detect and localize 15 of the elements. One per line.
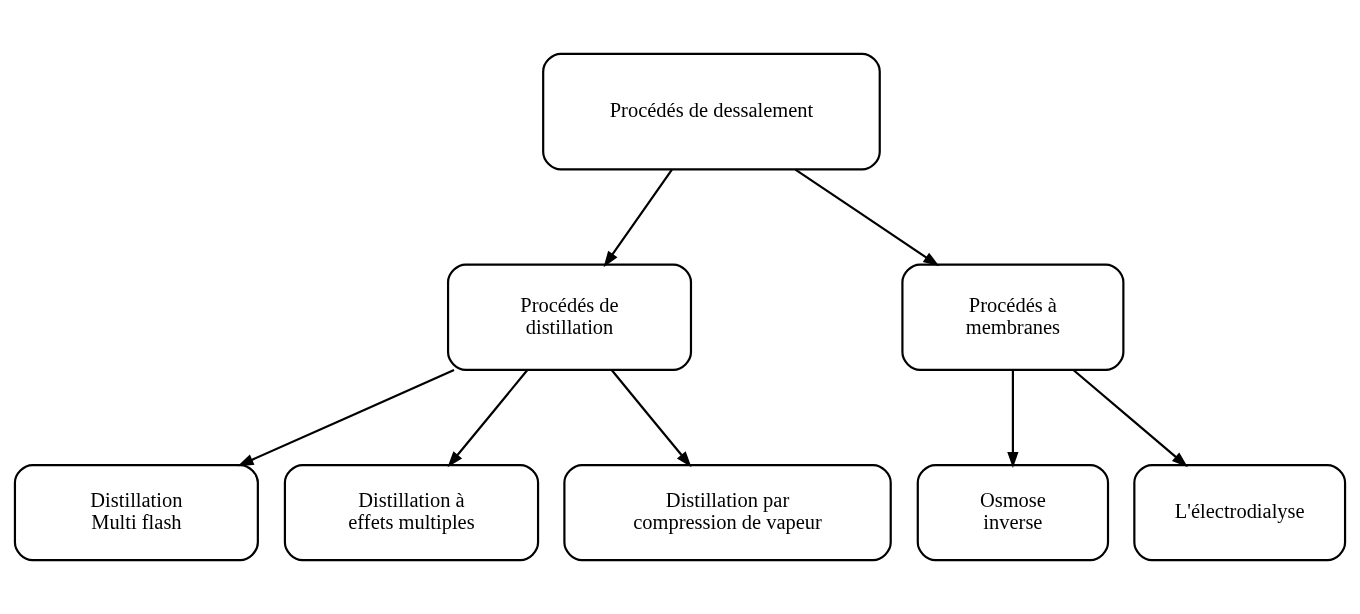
node-box: Distillation à effets multiples — [283, 463, 540, 562]
node-box: Procédés de distillation — [446, 263, 693, 371]
node-box: Distillation Multi flash — [13, 463, 259, 562]
node-box: L'électrodialyse — [1133, 463, 1347, 562]
node-box: Distillation par compression de vapeur — [563, 463, 892, 562]
node-box: Procédés de dessalement — [542, 52, 881, 171]
node-box: Procédés à membranes — [901, 263, 1125, 371]
arrow — [237, 369, 455, 467]
arrow — [794, 168, 940, 267]
arrow — [447, 369, 529, 468]
arrow — [1007, 370, 1019, 468]
node-box: Osmose inverse — [916, 463, 1110, 562]
arrow — [603, 168, 673, 268]
arrow — [1072, 369, 1188, 468]
arrow — [611, 369, 692, 468]
